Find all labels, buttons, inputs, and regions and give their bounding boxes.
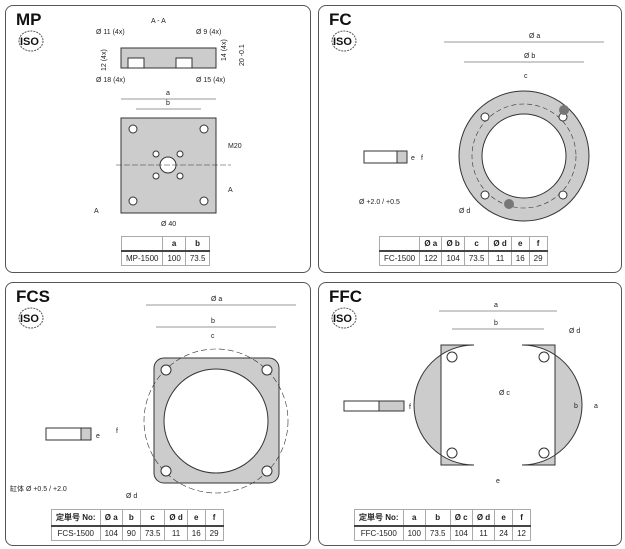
svg-text:e: e xyxy=(96,433,100,440)
svg-text:Ø 18 (4x): Ø 18 (4x) xyxy=(96,77,125,84)
svg-text:Ø b: Ø b xyxy=(524,53,535,60)
fcs-drawing: Ø a b c e f 缸体 Ø +0.5 / +2.0 Ø d xyxy=(10,296,296,500)
svg-text:f: f xyxy=(409,404,411,411)
svg-text:e: e xyxy=(411,155,415,162)
panel-title: MP xyxy=(16,10,42,29)
mp-drawing: A - A Ø 11 (4x) Ø 9 (4x) Ø 18 (4x) Ø 15 (4… xyxy=(94,18,246,228)
panel-title: FFC xyxy=(329,287,363,306)
svg-text:b: b xyxy=(166,100,170,107)
svg-text:b: b xyxy=(211,318,215,325)
iso-logo-icon: ISO xyxy=(331,307,357,329)
svg-text:20 -0.1: 20 -0.1 xyxy=(239,44,246,66)
svg-text:14 (4x): 14 (4x) xyxy=(221,39,228,61)
svg-text:ISO: ISO xyxy=(333,36,352,48)
svg-text:12 (4x): 12 (4x) xyxy=(101,49,108,71)
svg-text:A: A xyxy=(228,187,233,194)
svg-text:Ø d: Ø d xyxy=(569,328,580,335)
svg-text:缸体 Ø +0.5 / +2.0: 缸体 Ø +0.5 / +2.0 xyxy=(10,484,67,493)
svg-text:c: c xyxy=(211,333,215,340)
iso-logo-icon: ISO xyxy=(331,30,357,52)
svg-text:Ø 11 (4x): Ø 11 (4x) xyxy=(96,29,125,36)
svg-text:f: f xyxy=(421,155,423,162)
svg-text:b: b xyxy=(574,403,578,410)
svg-text:ISO: ISO xyxy=(20,313,39,325)
svg-text:Ø a: Ø a xyxy=(211,296,222,303)
svg-text:Ø 9 (4x): Ø 9 (4x) xyxy=(196,29,221,36)
svg-text:Ø +2.0 / +0.5: Ø +2.0 / +0.5 xyxy=(359,199,400,206)
svg-text:A - A: A - A xyxy=(151,18,166,25)
svg-text:e: e xyxy=(496,478,500,485)
panel-fcs: FCS ISO Ø a b c e f 缸体 Ø +0.5 / +2.0 Ø d 定単号… xyxy=(5,282,311,546)
svg-text:a: a xyxy=(166,90,170,97)
svg-text:Ø d: Ø d xyxy=(459,208,470,215)
svg-text:f: f xyxy=(116,428,118,435)
svg-text:c: c xyxy=(524,73,528,80)
svg-text:Ø d: Ø d xyxy=(126,493,137,500)
panel-mp: MP ISO A - A Ø 11 (4x) Ø 9 (4x) Ø 18 (4x)… xyxy=(5,5,311,273)
svg-text:Ø c: Ø c xyxy=(499,390,510,397)
iso-logo-icon: ISO xyxy=(18,307,44,329)
svg-text:ISO: ISO xyxy=(20,36,39,48)
svg-text:a: a xyxy=(494,302,498,309)
svg-text:Ø a: Ø a xyxy=(529,33,540,40)
ffc-drawing: a b Ø c Ø d b a e f xyxy=(343,302,598,485)
svg-text:b: b xyxy=(494,320,498,327)
svg-text:A: A xyxy=(94,208,99,215)
panel-title: FCS xyxy=(16,287,50,306)
svg-text:M20: M20 xyxy=(228,143,242,150)
iso-logo-icon: ISO xyxy=(18,30,44,52)
svg-text:a: a xyxy=(594,403,598,410)
svg-text:Ø 40: Ø 40 xyxy=(161,221,176,228)
svg-text:Ø 15 (4x): Ø 15 (4x) xyxy=(196,77,225,84)
panel-title: FC xyxy=(329,10,352,29)
svg-text:ISO: ISO xyxy=(333,313,352,325)
